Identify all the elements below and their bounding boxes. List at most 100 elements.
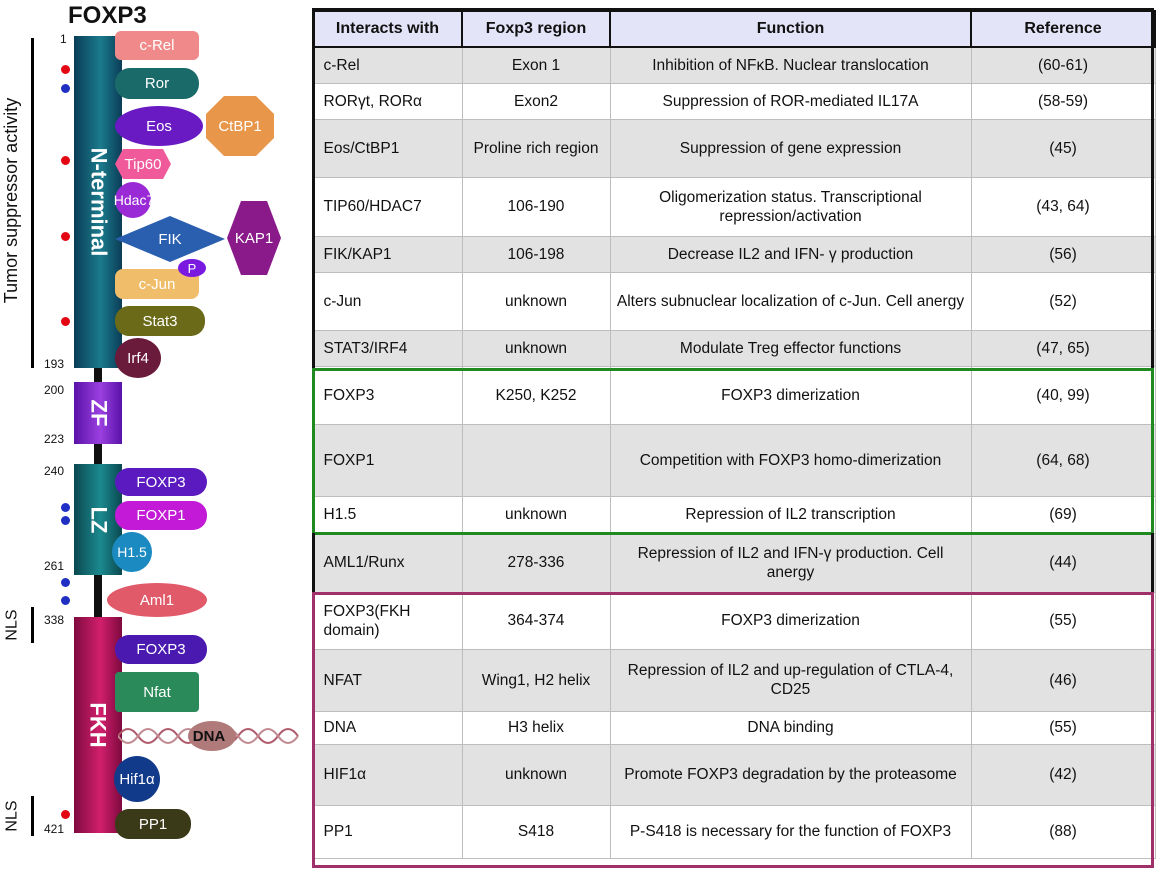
cell-partner: PP1 [312, 804, 463, 859]
blue-dot [61, 596, 70, 605]
residue-223: 223 [44, 432, 65, 446]
cell-reference: (44) [970, 532, 1156, 593]
cell-function: Oligomerization status. Transcriptional … [609, 176, 972, 237]
cell-function: FOXP3 dimerization [609, 591, 972, 650]
partner-eos: Eos [115, 106, 203, 146]
partner-c-rel: c-Rel [115, 31, 199, 60]
cell-function: Promote FOXP3 degradation by the proteas… [609, 743, 972, 806]
col-header-interacts-with: Interacts with [312, 10, 463, 48]
table-row: STAT3/IRF4 unknown Modulate Treg effecto… [312, 329, 1156, 367]
cell-function: Modulate Treg effector functions [609, 329, 972, 367]
cell-partner: c-Rel [312, 46, 463, 84]
cell-function: Alters subnuclear localization of c-Jun.… [609, 271, 972, 331]
cell-region: Wing1, H2 helix [461, 648, 611, 712]
cell-function: DNA binding [609, 710, 972, 745]
partner-kap1: KAP1 [227, 201, 281, 275]
interaction-table: Interacts with Foxp3 region Function Ref… [312, 10, 1156, 859]
hexagon-shape [227, 201, 281, 275]
cell-partner: DNA [312, 710, 463, 745]
linker [94, 444, 102, 464]
partner-ror: Ror [115, 68, 199, 99]
table-row: FOXP3 K250, K252 FOXP3 dimerization (40,… [312, 365, 1156, 425]
cell-region: unknown [461, 743, 611, 806]
blue-dot [61, 503, 70, 512]
cell-partner: RORγt, RORα [312, 82, 463, 120]
cell-region: unknown [461, 329, 611, 367]
residue-421: 421 [44, 822, 65, 836]
cell-function: P-S418 is necessary for the function of … [609, 804, 972, 859]
cell-reference: (42) [970, 743, 1156, 806]
col-header-reference: Reference [970, 10, 1156, 48]
table-row: HIF1α unknown Promote FOXP3 degradation … [312, 743, 1156, 806]
nls-label-bottom: NLS [4, 800, 21, 832]
cell-function: Competition with FOXP3 homo-dimerization [609, 423, 972, 497]
cell-reference: (64, 68) [970, 423, 1156, 497]
col-header-foxp3-region: Foxp3 region [461, 10, 611, 48]
phospho-marker: P [178, 259, 206, 277]
cell-region: unknown [461, 495, 611, 534]
table-row: PP1 S418 P-S418 is necessary for the fun… [312, 804, 1156, 859]
blue-dot [61, 84, 70, 93]
table-row: c-Rel Exon 1 Inhibition of NFκB. Nuclear… [312, 46, 1156, 84]
cell-region: 278-336 [461, 532, 611, 593]
partner-hif1a: Hif1α [114, 756, 160, 802]
table-header-row: Interacts with Foxp3 region Function Ref… [312, 10, 1156, 48]
table-row: FOXP1 Competition with FOXP3 homo-dimeri… [312, 423, 1156, 497]
blue-dot [61, 578, 70, 587]
cell-reference: (58-59) [970, 82, 1156, 120]
zinc-finger-domain: ZF [74, 382, 122, 444]
cell-function: Inhibition of NFκB. Nuclear translocatio… [609, 46, 972, 84]
nls-bar-top [31, 607, 34, 643]
cell-partner: FOXP3 [312, 365, 463, 425]
cell-reference: (46) [970, 648, 1156, 712]
cell-region: S418 [461, 804, 611, 859]
col-header-function: Function [609, 10, 972, 48]
table-row: c-Jun unknown Alters subnuclear localiza… [312, 271, 1156, 331]
table-row: DNA H3 helix DNA binding (55) [312, 710, 1156, 745]
cell-partner: STAT3/IRF4 [312, 329, 463, 367]
cell-partner: AML1/Runx [312, 532, 463, 593]
tumor-suppressor-bar [31, 38, 34, 368]
nls-label-top: NLS [4, 609, 21, 641]
linker [94, 575, 102, 617]
red-dot [61, 65, 70, 74]
cell-function: Repression of IL2 transcription [609, 495, 972, 534]
table-row: TIP60/HDAC7 106-190 Oligomerization stat… [312, 176, 1156, 237]
cell-partner: NFAT [312, 648, 463, 712]
cell-function: Decrease IL2 and IFN- γ production [609, 235, 972, 273]
cell-reference: (40, 99) [970, 365, 1156, 425]
partner-stat3: Stat3 [115, 306, 205, 336]
residue-338: 338 [44, 613, 65, 627]
cell-reference: (69) [970, 495, 1156, 534]
table-row: Eos/CtBP1 Proline rich region Suppressio… [312, 118, 1156, 178]
table-row: RORγt, RORα Exon2 Suppression of ROR-med… [312, 82, 1156, 120]
cell-partner: H1.5 [312, 495, 463, 534]
partner-hdac7: Hdac7 [114, 182, 154, 218]
nls-bar-bottom [31, 796, 34, 836]
residue-193: 193 [44, 357, 65, 371]
blue-dot [61, 516, 70, 525]
cell-reference: (55) [970, 710, 1156, 745]
cell-region: Exon2 [461, 82, 611, 120]
residue-261: 261 [44, 559, 65, 573]
red-dot [61, 317, 70, 326]
cell-function: FOXP3 dimerization [609, 365, 972, 425]
tumor-suppressor-label: Tumor suppressor activity [1, 97, 22, 303]
hexagon-shape [115, 149, 171, 179]
partner-irf4: Irf4 [115, 338, 161, 378]
partner-foxp1: FOXP1 [115, 501, 207, 530]
cell-partner: HIF1α [312, 743, 463, 806]
cell-partner: FOXP1 [312, 423, 463, 497]
cell-region: Proline rich region [461, 118, 611, 178]
residue-240: 240 [44, 464, 65, 478]
cell-region: 106-198 [461, 235, 611, 273]
table-row: H1.5 unknown Repression of IL2 transcrip… [312, 495, 1156, 534]
cell-function: Repression of IL2 and IFN-γ production. … [609, 532, 972, 593]
red-dot [61, 156, 70, 165]
diagram-title: FOXP3 [68, 2, 147, 29]
cell-partner: c-Jun [312, 271, 463, 331]
partner-tip60: Tip60 [115, 149, 171, 179]
cell-region: K250, K252 [461, 365, 611, 425]
partner-foxp3-lz: FOXP3 [115, 468, 207, 496]
table-row: NFAT Wing1, H2 helix Repression of IL2 a… [312, 648, 1156, 712]
